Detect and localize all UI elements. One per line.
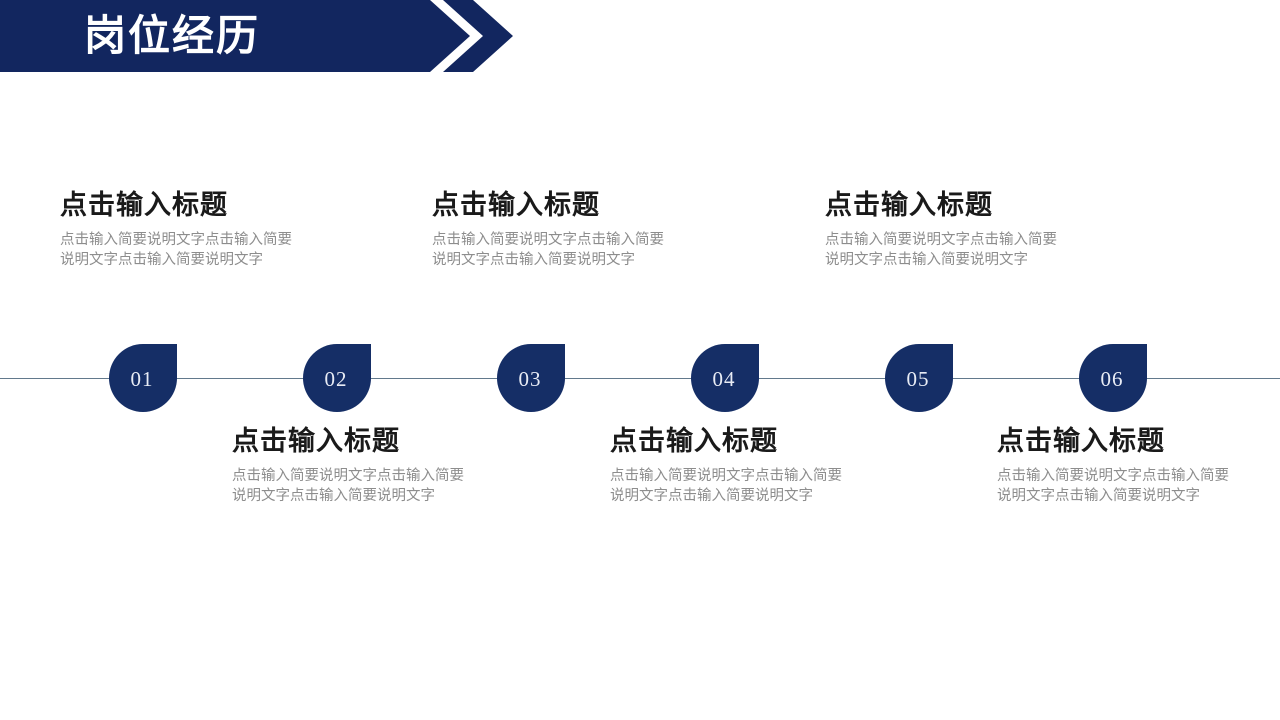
block-title[interactable]: 点击输入标题 (610, 426, 778, 456)
slide-header-banner: 岗位经历 (0, 0, 515, 72)
block-body-text[interactable]: 点击输入简要说明文字点击输入简要说明文字点击输入简要说明文字 (432, 232, 664, 268)
block-title[interactable]: 点击输入标题 (232, 426, 400, 456)
block-title[interactable]: 点击输入标题 (825, 190, 993, 220)
block-body-text[interactable]: 点击输入简要说明文字点击输入简要说明文字点击输入简要说明文字 (232, 468, 464, 504)
timeline-block-05: 点击输入标题点击输入简要说明文字点击输入简要说明文字点击输入简要说明文字 (825, 188, 1075, 270)
timeline-marker-06[interactable]: 06 (1079, 344, 1147, 412)
block-title[interactable]: 点击输入标题 (60, 190, 228, 220)
timeline-block-02: 点击输入标题点击输入简要说明文字点击输入简要说明文字点击输入简要说明文字 (232, 424, 482, 506)
block-body-text[interactable]: 点击输入简要说明文字点击输入简要说明文字点击输入简要说明文字 (60, 232, 292, 268)
timeline-marker-number: 03 (518, 366, 542, 391)
block-title[interactable]: 点击输入标题 (997, 426, 1165, 456)
block-title[interactable]: 点击输入标题 (432, 190, 600, 220)
timeline-marker-05[interactable]: 05 (885, 344, 953, 412)
timeline-block-04: 点击输入标题点击输入简要说明文字点击输入简要说明文字点击输入简要说明文字 (610, 424, 860, 506)
timeline-block-01: 点击输入标题点击输入简要说明文字点击输入简要说明文字点击输入简要说明文字 (60, 188, 310, 270)
block-body-text[interactable]: 点击输入简要说明文字点击输入简要说明文字点击输入简要说明文字 (997, 468, 1229, 504)
timeline-marker-01[interactable]: 01 (109, 344, 177, 412)
header-banner-shape (0, 0, 470, 72)
timeline-axis-line (0, 378, 1280, 379)
timeline-marker-number: 04 (712, 366, 736, 391)
timeline-marker-02[interactable]: 02 (303, 344, 371, 412)
timeline-marker-04[interactable]: 04 (691, 344, 759, 412)
timeline-marker-number: 01 (130, 366, 154, 391)
timeline-block-03: 点击输入标题点击输入简要说明文字点击输入简要说明文字点击输入简要说明文字 (432, 188, 682, 270)
page-title: 岗位经历 (84, 12, 261, 59)
timeline-marker-03[interactable]: 03 (497, 344, 565, 412)
timeline-marker-number: 06 (1100, 366, 1124, 391)
timeline-block-06: 点击输入标题点击输入简要说明文字点击输入简要说明文字点击输入简要说明文字 (997, 424, 1247, 506)
timeline-marker-number: 02 (324, 366, 348, 391)
block-body-text[interactable]: 点击输入简要说明文字点击输入简要说明文字点击输入简要说明文字 (610, 468, 842, 504)
block-body-text[interactable]: 点击输入简要说明文字点击输入简要说明文字点击输入简要说明文字 (825, 232, 1057, 268)
timeline-marker-number: 05 (906, 366, 930, 391)
